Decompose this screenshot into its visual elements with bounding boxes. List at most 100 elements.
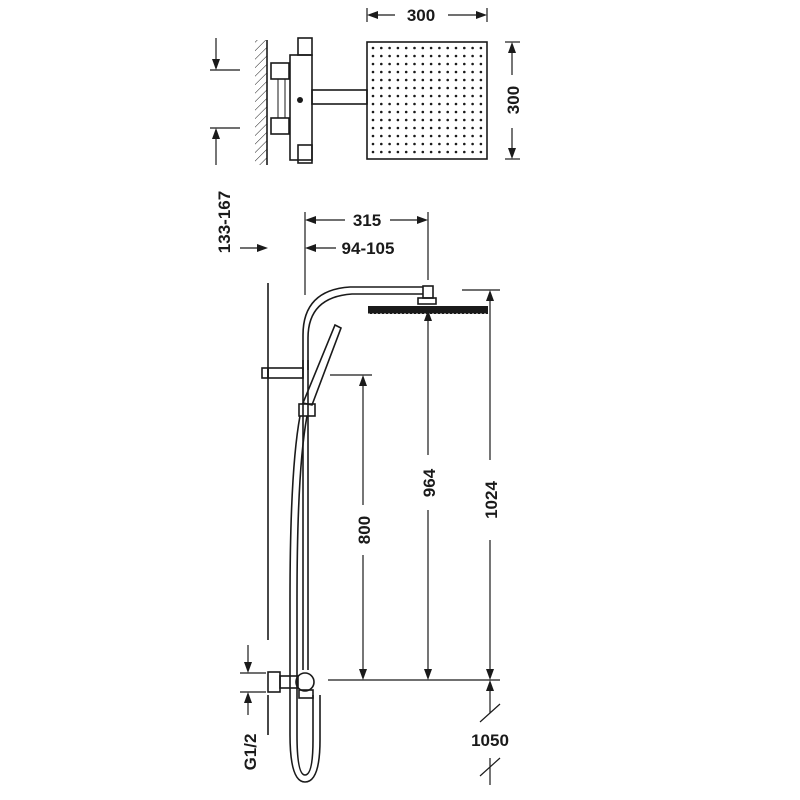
label-inlet-height: 1050 [471,731,509,750]
nozzle-dot [404,110,408,114]
nozzle-dot [463,86,466,90]
nozzle-dot [413,150,416,154]
nozzle-dot [454,70,458,74]
nozzle-dot [371,142,375,146]
nozzle-dot [421,46,425,50]
nozzle-dot [479,142,483,146]
nozzle-dot [404,126,408,130]
hand-shower [298,323,343,417]
nozzle-dot [446,102,450,106]
nozzle-dot [463,78,466,82]
nozzle-dot [429,110,433,114]
shower-arm-top [311,89,368,105]
nozzle-dot [413,142,416,146]
nozzle-dot [446,78,450,82]
nozzle-dot [438,118,441,122]
nozzle-dot [438,78,441,82]
nozzle-dot [396,46,400,50]
nozzle-dot [454,126,458,130]
nozzle-dot [471,102,474,106]
nozzle-dot [396,134,400,138]
nozzle-dot [396,118,400,122]
nozzle-dot [479,118,483,122]
nozzle-dot [438,110,441,114]
nozzle-dot [438,86,441,90]
nozzle-dot [413,78,416,82]
nozzle-dot [413,134,416,138]
nozzle-dot [454,102,458,106]
nozzle-dot [463,150,466,154]
nozzle-dot [446,94,450,98]
nozzle-dot [479,126,483,130]
nozzle-dot [371,134,375,138]
nozzle-dot [396,62,400,66]
nozzle-dot [388,94,391,98]
nozzle-dot [454,118,458,122]
nozzle-dot [421,110,425,114]
nozzle-dot [429,118,433,122]
nozzle-dot [380,150,383,154]
nozzle-dot [371,102,375,106]
nozzle-dot [446,54,450,58]
nozzle-dot [388,78,391,82]
label-thread: G1/2 [241,734,260,771]
nozzle-dot [413,94,416,98]
label-wall-offset: 133-167 [215,191,234,253]
nozzle-dot [413,70,416,74]
nozzle-dot [471,46,474,50]
nozzle-dot [421,126,425,130]
nozzle-dot [371,70,375,74]
nozzle-dot [438,142,441,146]
nozzle-dot [446,46,450,50]
nozzle-dot [438,94,441,98]
nozzle-dot [438,126,441,130]
nozzle-dot [396,78,400,82]
nozzle-dot [413,54,416,58]
nozzle-dot [380,62,383,66]
nozzle-dot [479,46,483,50]
nozzle-dot [471,62,474,66]
nozzle-dot [446,126,450,130]
nozzle-dot [388,62,391,66]
nozzle-dot [388,70,391,74]
label-head-height-total: 1024 [482,481,501,519]
nozzle-dot [471,70,474,74]
nozzle-dot [388,46,391,50]
nozzle-dot [454,62,458,66]
nozzle-dot [404,78,408,82]
nozzle-dot [421,54,425,58]
nozzle-dot [413,126,416,130]
nozzle-dot [396,54,400,58]
nozzle-dot [371,94,375,98]
nozzle-dot [454,94,458,98]
nozzle-dot [471,78,474,82]
nozzle-dot [380,134,383,138]
shower-arm [302,285,437,370]
label-bar-offset: 94-105 [342,239,395,258]
nozzle-dot [429,150,433,154]
nozzle-dot [388,126,391,130]
nozzle-dot [429,46,433,50]
nozzle-dot [429,70,433,74]
dim-bar-offset: 94-105 [305,239,394,258]
nozzle-dot [404,134,408,138]
nozzle-dot [380,94,383,98]
nozzle-dot [421,94,425,98]
nozzle-dot [429,62,433,66]
nozzle-dot [380,46,383,50]
nozzle-dot [454,46,458,50]
nozzle-dot [454,134,458,138]
nozzle-dot [380,78,383,82]
nozzle-dot [446,118,450,122]
nozzle-dot [438,46,441,50]
nozzle-dot [380,54,383,58]
nozzle-dot [463,118,466,122]
nozzle-dot [421,142,425,146]
thermostat-body [270,37,368,164]
nozzle-dot [421,62,425,66]
nozzle-dot [404,86,408,90]
dim-arm-reach: 315 [304,211,429,295]
nozzle-dot [396,94,400,98]
nozzle-dot [404,54,408,58]
